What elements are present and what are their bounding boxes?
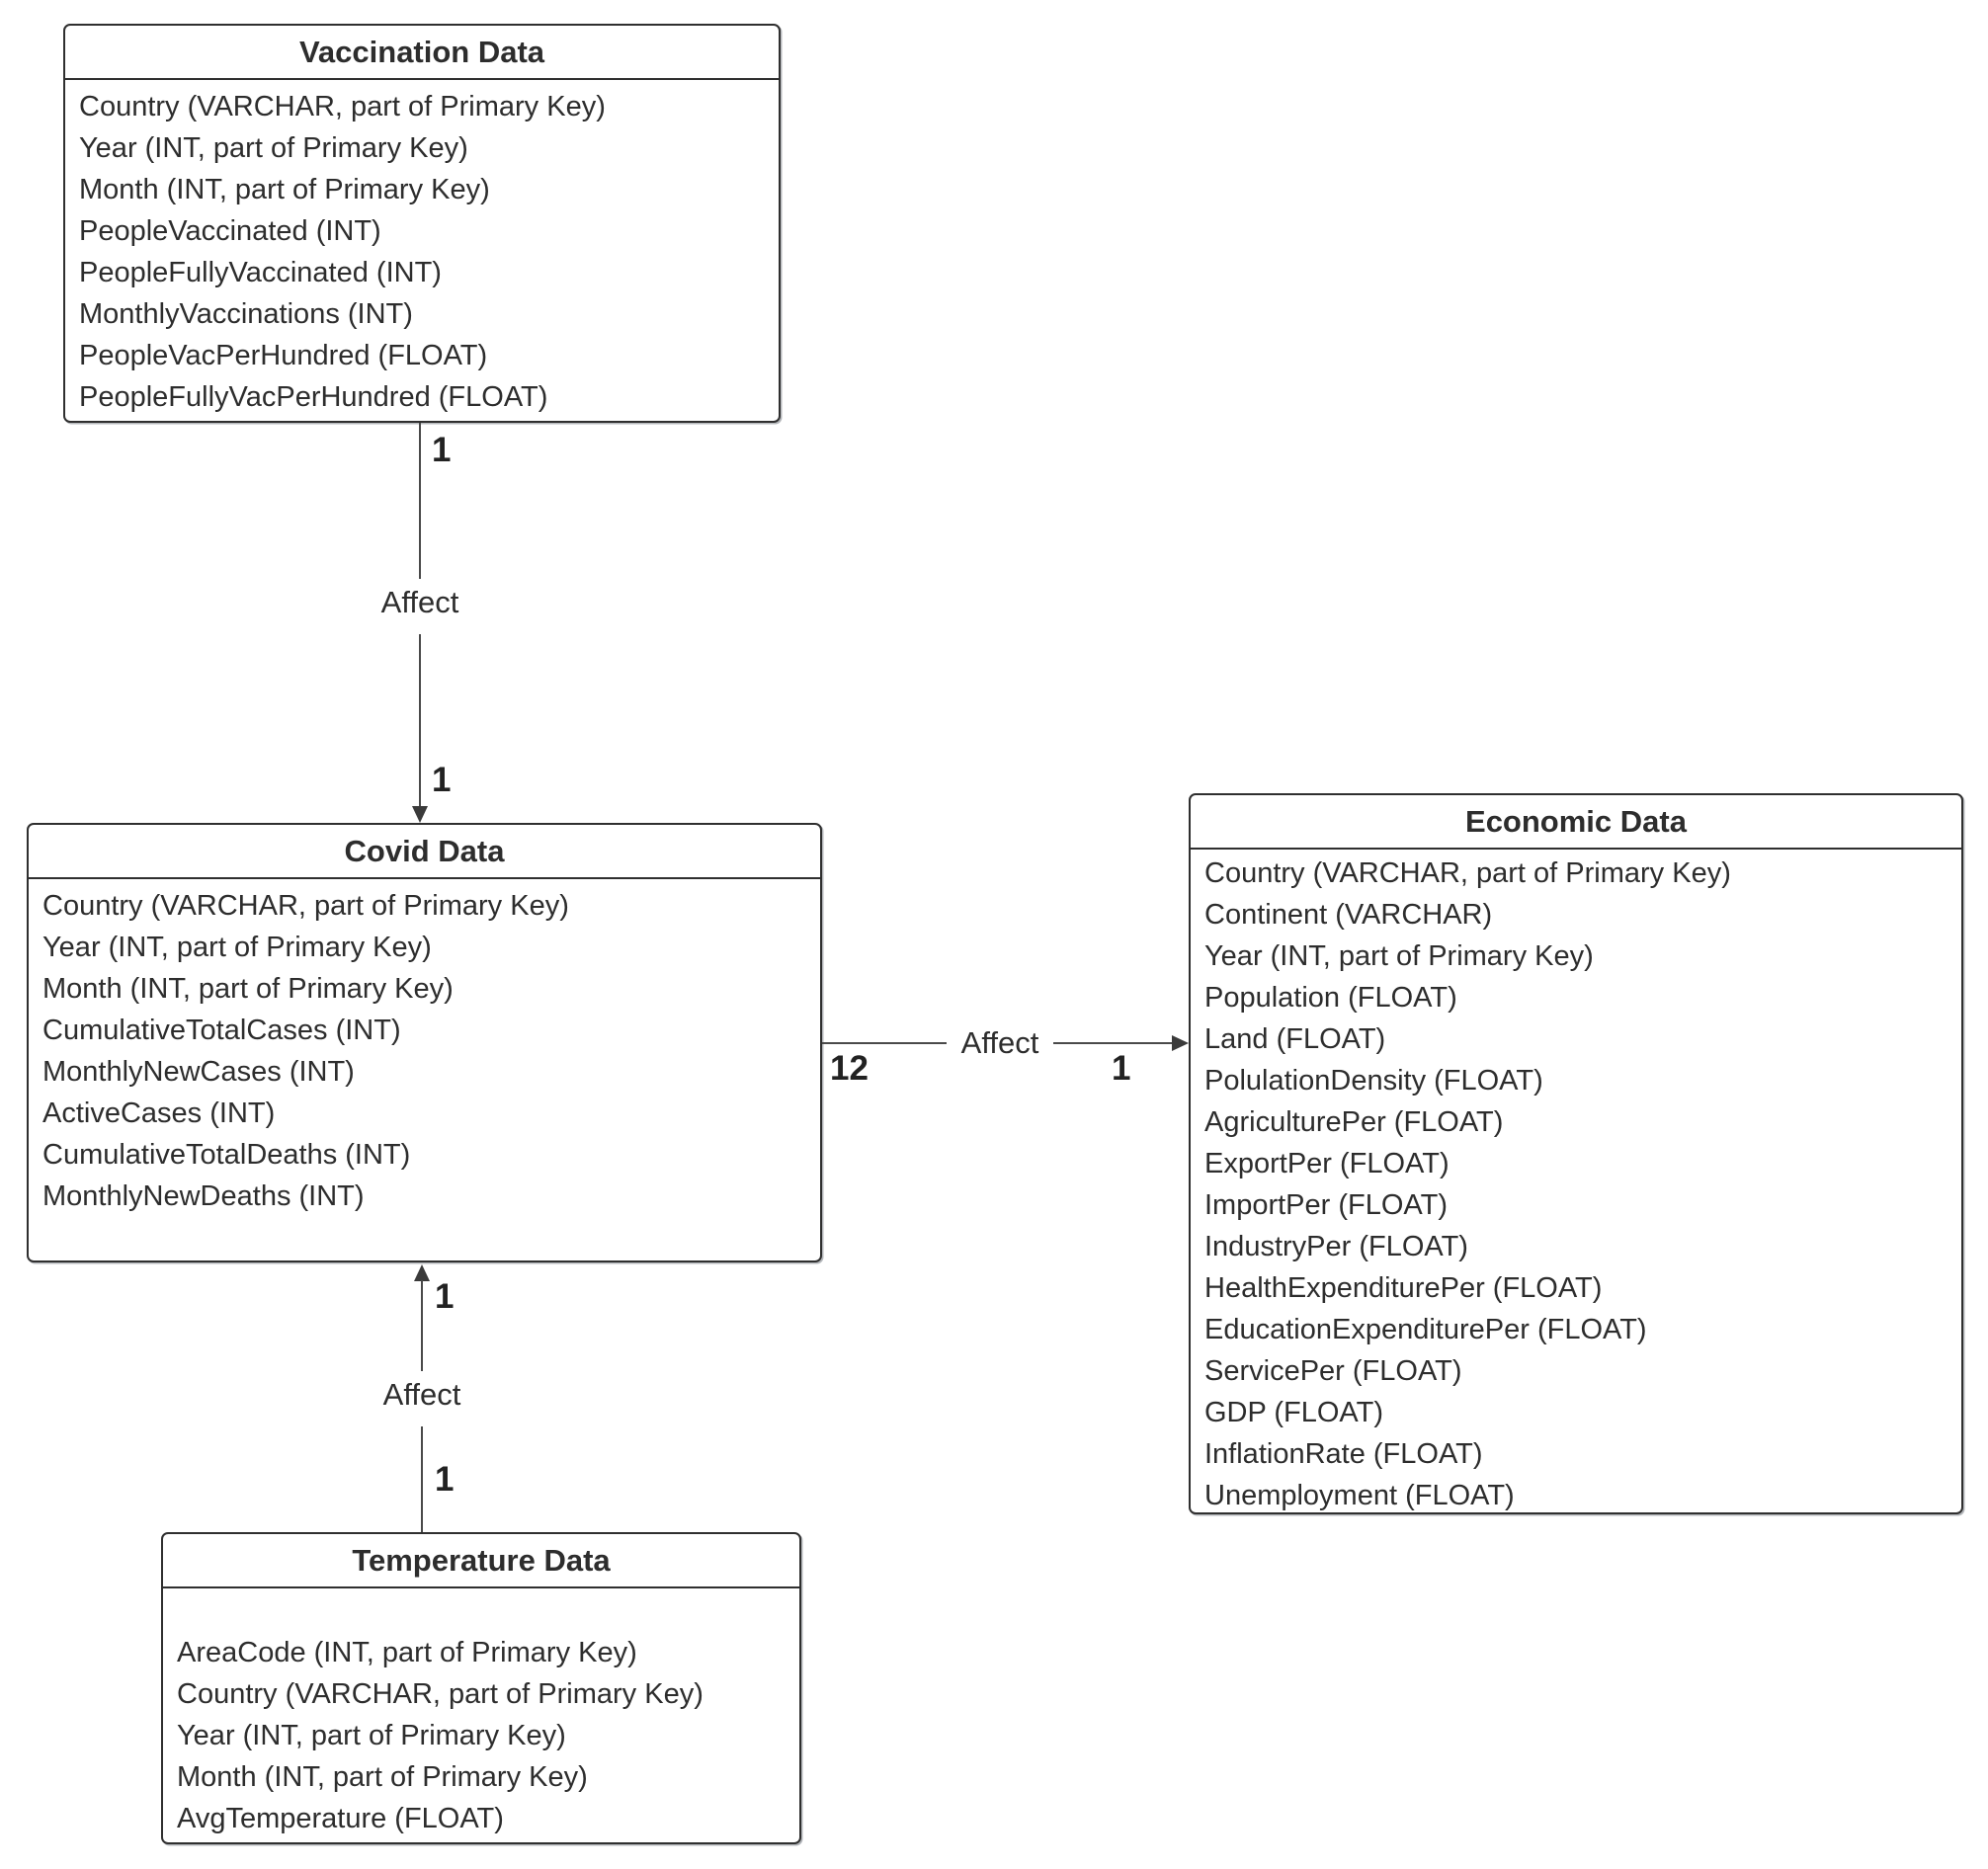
entity-field: CumulativeTotalCases (INT) [42, 1015, 401, 1046]
entity-field: Country (VARCHAR, part of Primary Key) [177, 1678, 704, 1710]
entity-field: PeopleFullyVaccinated (INT) [79, 257, 442, 288]
entity-field: Month (INT, part of Primary Key) [79, 174, 490, 205]
entity-field: InflationRate (FLOAT) [1204, 1438, 1483, 1470]
entity-field: GDP (FLOAT) [1204, 1397, 1383, 1428]
connector-vaccination-covid-line-top [419, 423, 421, 579]
entity-field: Continent (VARCHAR) [1204, 899, 1493, 931]
entity-field: Unemployment (FLOAT) [1204, 1480, 1515, 1511]
relationship-label-affect: Affect [374, 585, 465, 620]
cardinality-covid-side: 1 [432, 761, 452, 799]
cardinality-vaccination-side: 1 [432, 431, 452, 469]
entity-field: Year (INT, part of Primary Key) [79, 132, 468, 164]
connector-covid-economic-line-left [822, 1042, 947, 1044]
cardinality-temperature-side: 1 [435, 1460, 455, 1499]
entity-field: Country (VARCHAR, part of Primary Key) [79, 91, 606, 122]
entity-field: MonthlyNewCases (INT) [42, 1056, 355, 1088]
entity-vaccination-data: Vaccination Data Country (VARCHAR, part … [63, 24, 781, 423]
arrow-down-icon [412, 806, 428, 823]
cardinality-covid-side: 1 [435, 1277, 455, 1316]
entity-field-list: Country (VARCHAR, part of Primary Key) Co… [1191, 850, 1961, 1516]
arrow-up-icon [414, 1264, 430, 1281]
entity-field: PolulationDensity (FLOAT) [1204, 1065, 1543, 1097]
entity-field: PeopleVaccinated (INT) [79, 215, 381, 247]
relationship-label-affect: Affect [954, 1025, 1045, 1061]
entity-field: Year (INT, part of Primary Key) [177, 1720, 566, 1751]
entity-field: PeopleFullyVacPerHundred (FLOAT) [79, 381, 548, 413]
entity-field: Population (FLOAT) [1204, 982, 1457, 1014]
relationship-label-affect: Affect [376, 1377, 467, 1413]
arrow-right-icon [1172, 1035, 1189, 1051]
entity-field: Country (VARCHAR, part of Primary Key) [1204, 857, 1731, 889]
entity-field: EducationExpenditurePer (FLOAT) [1204, 1314, 1647, 1345]
entity-title: Economic Data [1191, 795, 1961, 850]
entity-field-list: AreaCode (INT, part of Primary Key) Count… [163, 1588, 799, 1839]
entity-field: CumulativeTotalDeaths (INT) [42, 1139, 411, 1171]
entity-field: AgriculturePer (FLOAT) [1204, 1106, 1504, 1138]
entity-temperature-data: Temperature Data AreaCode (INT, part of … [161, 1532, 801, 1844]
entity-field: ExportPer (FLOAT) [1204, 1148, 1450, 1179]
entity-field: IndustryPer (FLOAT) [1204, 1231, 1468, 1262]
entity-field: HealthExpenditurePer (FLOAT) [1204, 1272, 1603, 1304]
entity-economic-data: Economic Data Country (VARCHAR, part of … [1189, 793, 1963, 1514]
entity-title: Temperature Data [163, 1534, 799, 1588]
entity-field-list: Country (VARCHAR, part of Primary Key) Ye… [65, 80, 779, 418]
connector-temperature-covid-line-top [421, 1280, 423, 1371]
entity-field: PeopleVacPerHundred (FLOAT) [79, 340, 488, 371]
entity-field: ServicePer (FLOAT) [1204, 1355, 1462, 1387]
cardinality-covid-side: 12 [830, 1049, 869, 1088]
connector-covid-economic-line-right [1053, 1042, 1176, 1044]
entity-field: Country (VARCHAR, part of Primary Key) [42, 890, 569, 922]
entity-field: AreaCode (INT, part of Primary Key) [177, 1637, 637, 1668]
entity-field: AvgTemperature (FLOAT) [177, 1803, 504, 1834]
entity-field: Month (INT, part of Primary Key) [42, 973, 454, 1005]
entity-field-list: Country (VARCHAR, part of Primary Key) Ye… [29, 879, 820, 1217]
entity-field: Year (INT, part of Primary Key) [42, 932, 432, 963]
entity-title: Covid Data [29, 825, 820, 879]
connector-vaccination-covid-line-bottom [419, 634, 421, 808]
entity-title: Vaccination Data [65, 26, 779, 80]
cardinality-economic-side: 1 [1112, 1049, 1131, 1088]
entity-field: Month (INT, part of Primary Key) [177, 1761, 588, 1793]
entity-field: ActiveCases (INT) [42, 1097, 276, 1129]
entity-covid-data: Covid Data Country (VARCHAR, part of Pri… [27, 823, 822, 1262]
entity-field: Land (FLOAT) [1204, 1023, 1386, 1055]
connector-temperature-covid-line-bottom [421, 1426, 423, 1532]
entity-field: Year (INT, part of Primary Key) [1204, 940, 1594, 972]
entity-field: MonthlyNewDeaths (INT) [42, 1180, 365, 1212]
entity-field: ImportPer (FLOAT) [1204, 1189, 1448, 1221]
entity-field: MonthlyVaccinations (INT) [79, 298, 413, 330]
